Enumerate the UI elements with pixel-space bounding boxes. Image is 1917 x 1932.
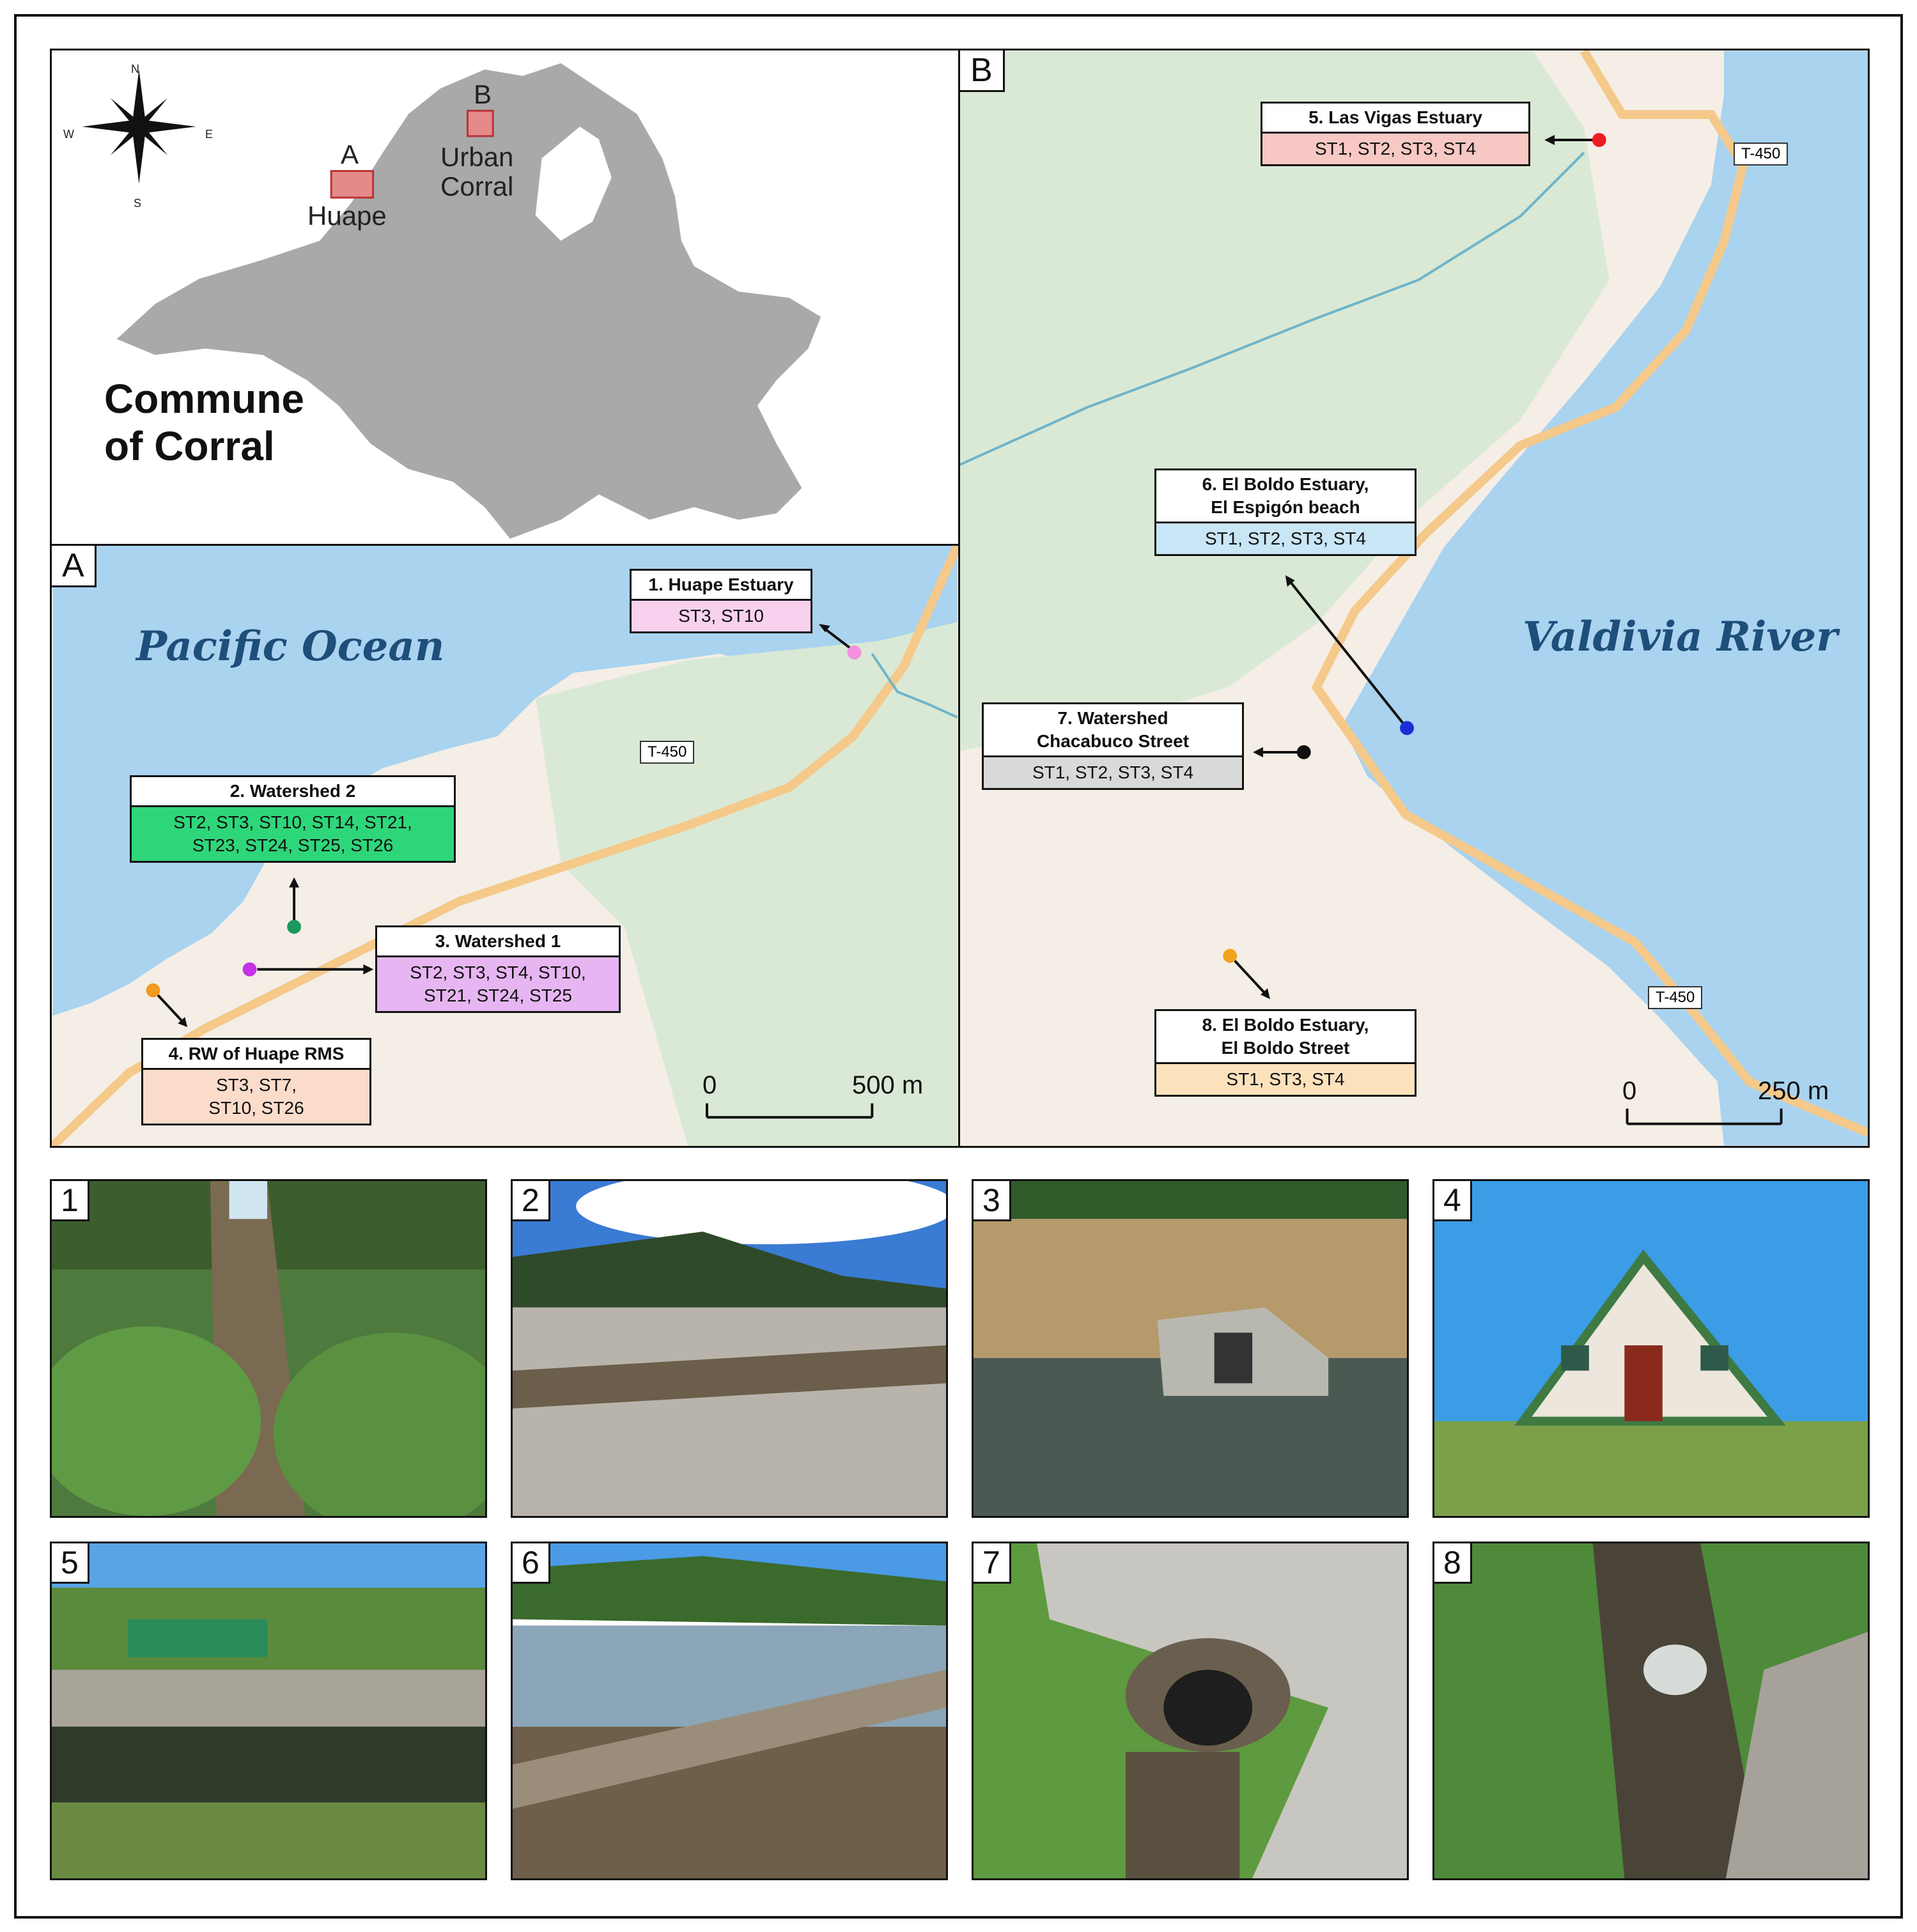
overview-title: Commune of Corral (104, 376, 304, 469)
road-tag-b2: T-450 (1648, 986, 1703, 1009)
figure-frame (14, 14, 1903, 1919)
site-box-7: 7. Watershed Chacabuco Street ST1, ST2, … (982, 702, 1244, 790)
scale-b-zero: 0 (1622, 1077, 1637, 1105)
road-tag-a: T-450 (640, 741, 695, 764)
site-8-dot (1223, 948, 1238, 963)
map-b-arrows (1223, 133, 1783, 1125)
site-box-2: 2. Watershed 2 ST2, ST3, ST10, ST14, ST2… (130, 775, 456, 863)
photo-4-tag: 4 (1434, 1181, 1472, 1221)
scale-a-zero: 0 (702, 1071, 717, 1099)
location-b-name: Urban Corral (440, 142, 514, 201)
photo-1: 1 (50, 1179, 487, 1518)
site-7-dot (1296, 745, 1311, 759)
site-5-dot (1592, 133, 1606, 147)
photo-1-tag: 1 (52, 1181, 89, 1221)
photo-6-tag: 6 (513, 1543, 550, 1584)
photo-7: 7 (972, 1542, 1409, 1880)
panel-a-tag: A (52, 546, 97, 587)
photo-4: 4 (1432, 1179, 1870, 1518)
map-b-basemap (960, 50, 1868, 1146)
map-panel-b: B Valdivia River T-450 T-450 0 250 m 5. … (958, 49, 1870, 1148)
site-box-4: 4. RW of Huape RMS ST3, ST7, ST10, ST26 (141, 1038, 371, 1125)
site-box-3: 3. Watershed 1 ST2, ST3, ST4, ST10, ST21… (375, 925, 621, 1013)
site-1-dot (847, 645, 862, 660)
site-box-8: 8. El Boldo Estuary, El Boldo Street ST1… (1154, 1009, 1416, 1097)
compass-icon (82, 69, 196, 184)
photo-8: 8 (1432, 1542, 1870, 1880)
site-6-dot (1400, 721, 1414, 736)
pacific-ocean-label: Pacific Ocean (136, 622, 445, 670)
site-box-5: 5. Las Vigas Estuary ST1, ST2, ST3, ST4 (1261, 102, 1530, 166)
photo-8-tag: 8 (1434, 1543, 1472, 1584)
map-panel-a: A Pacific Ocean T-450 0 500 m 1. Huape E… (50, 544, 960, 1148)
photo-3: 3 (972, 1179, 1409, 1518)
photo-5-tag: 5 (52, 1543, 89, 1584)
overview-landmass (82, 63, 821, 539)
site-4-dot (146, 983, 160, 998)
location-a-key: A (341, 139, 359, 169)
compass-s: S (134, 197, 142, 210)
overview-map: N S W E A Huape B Urban Corral Commune o… (50, 49, 960, 546)
road-tag-b1: T-450 (1734, 143, 1789, 166)
photo-3-tag: 3 (974, 1181, 1011, 1221)
scale-b-end: 250 m (1758, 1077, 1829, 1105)
site-3-dot (242, 962, 257, 977)
photo-5: 5 (50, 1542, 487, 1880)
valdivia-river-label: Valdivia River (1523, 613, 1838, 661)
site-box-6: 6. El Boldo Estuary, El Espigón beach ST… (1154, 468, 1416, 556)
location-b-key: B (474, 79, 492, 109)
compass-w: W (63, 128, 74, 141)
site-2-dot (287, 920, 302, 934)
photo-2: 2 (511, 1179, 948, 1518)
photo-2-tag: 2 (513, 1181, 550, 1221)
scale-a-end: 500 m (852, 1071, 924, 1099)
map-a-arrows (146, 624, 874, 1119)
photo-6: 6 (511, 1542, 948, 1880)
site-box-1: 1. Huape Estuary ST3, ST10 (630, 569, 812, 633)
location-a-name: Huape (307, 201, 387, 231)
photo-7-tag: 7 (974, 1543, 1011, 1584)
compass-e: E (205, 128, 213, 141)
panel-b-tag: B (960, 50, 1005, 92)
compass-n: N (131, 63, 139, 75)
